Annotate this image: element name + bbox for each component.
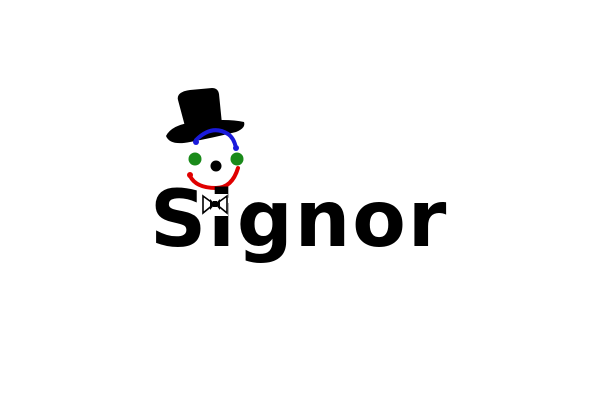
logo-wordmark: Signor <box>150 175 448 265</box>
hat-crown <box>177 88 222 130</box>
bowtie-knot <box>213 201 217 207</box>
eyebrow-dot-right <box>233 145 239 151</box>
eye-icon <box>188 152 202 166</box>
smile-end-left <box>187 172 193 178</box>
bowtie-icon <box>202 194 228 216</box>
smile-icon <box>188 166 240 191</box>
bowtie-left-fill <box>210 199 215 210</box>
eye-icon <box>230 152 244 166</box>
bowtie-left-wing <box>202 194 216 215</box>
eyebrow-arc-icon <box>194 128 238 150</box>
bowtie-right-wing <box>214 194 228 215</box>
eyebrow-dot-left <box>193 139 199 145</box>
nose-icon <box>210 160 222 172</box>
bowtie-right-fill <box>215 199 220 210</box>
